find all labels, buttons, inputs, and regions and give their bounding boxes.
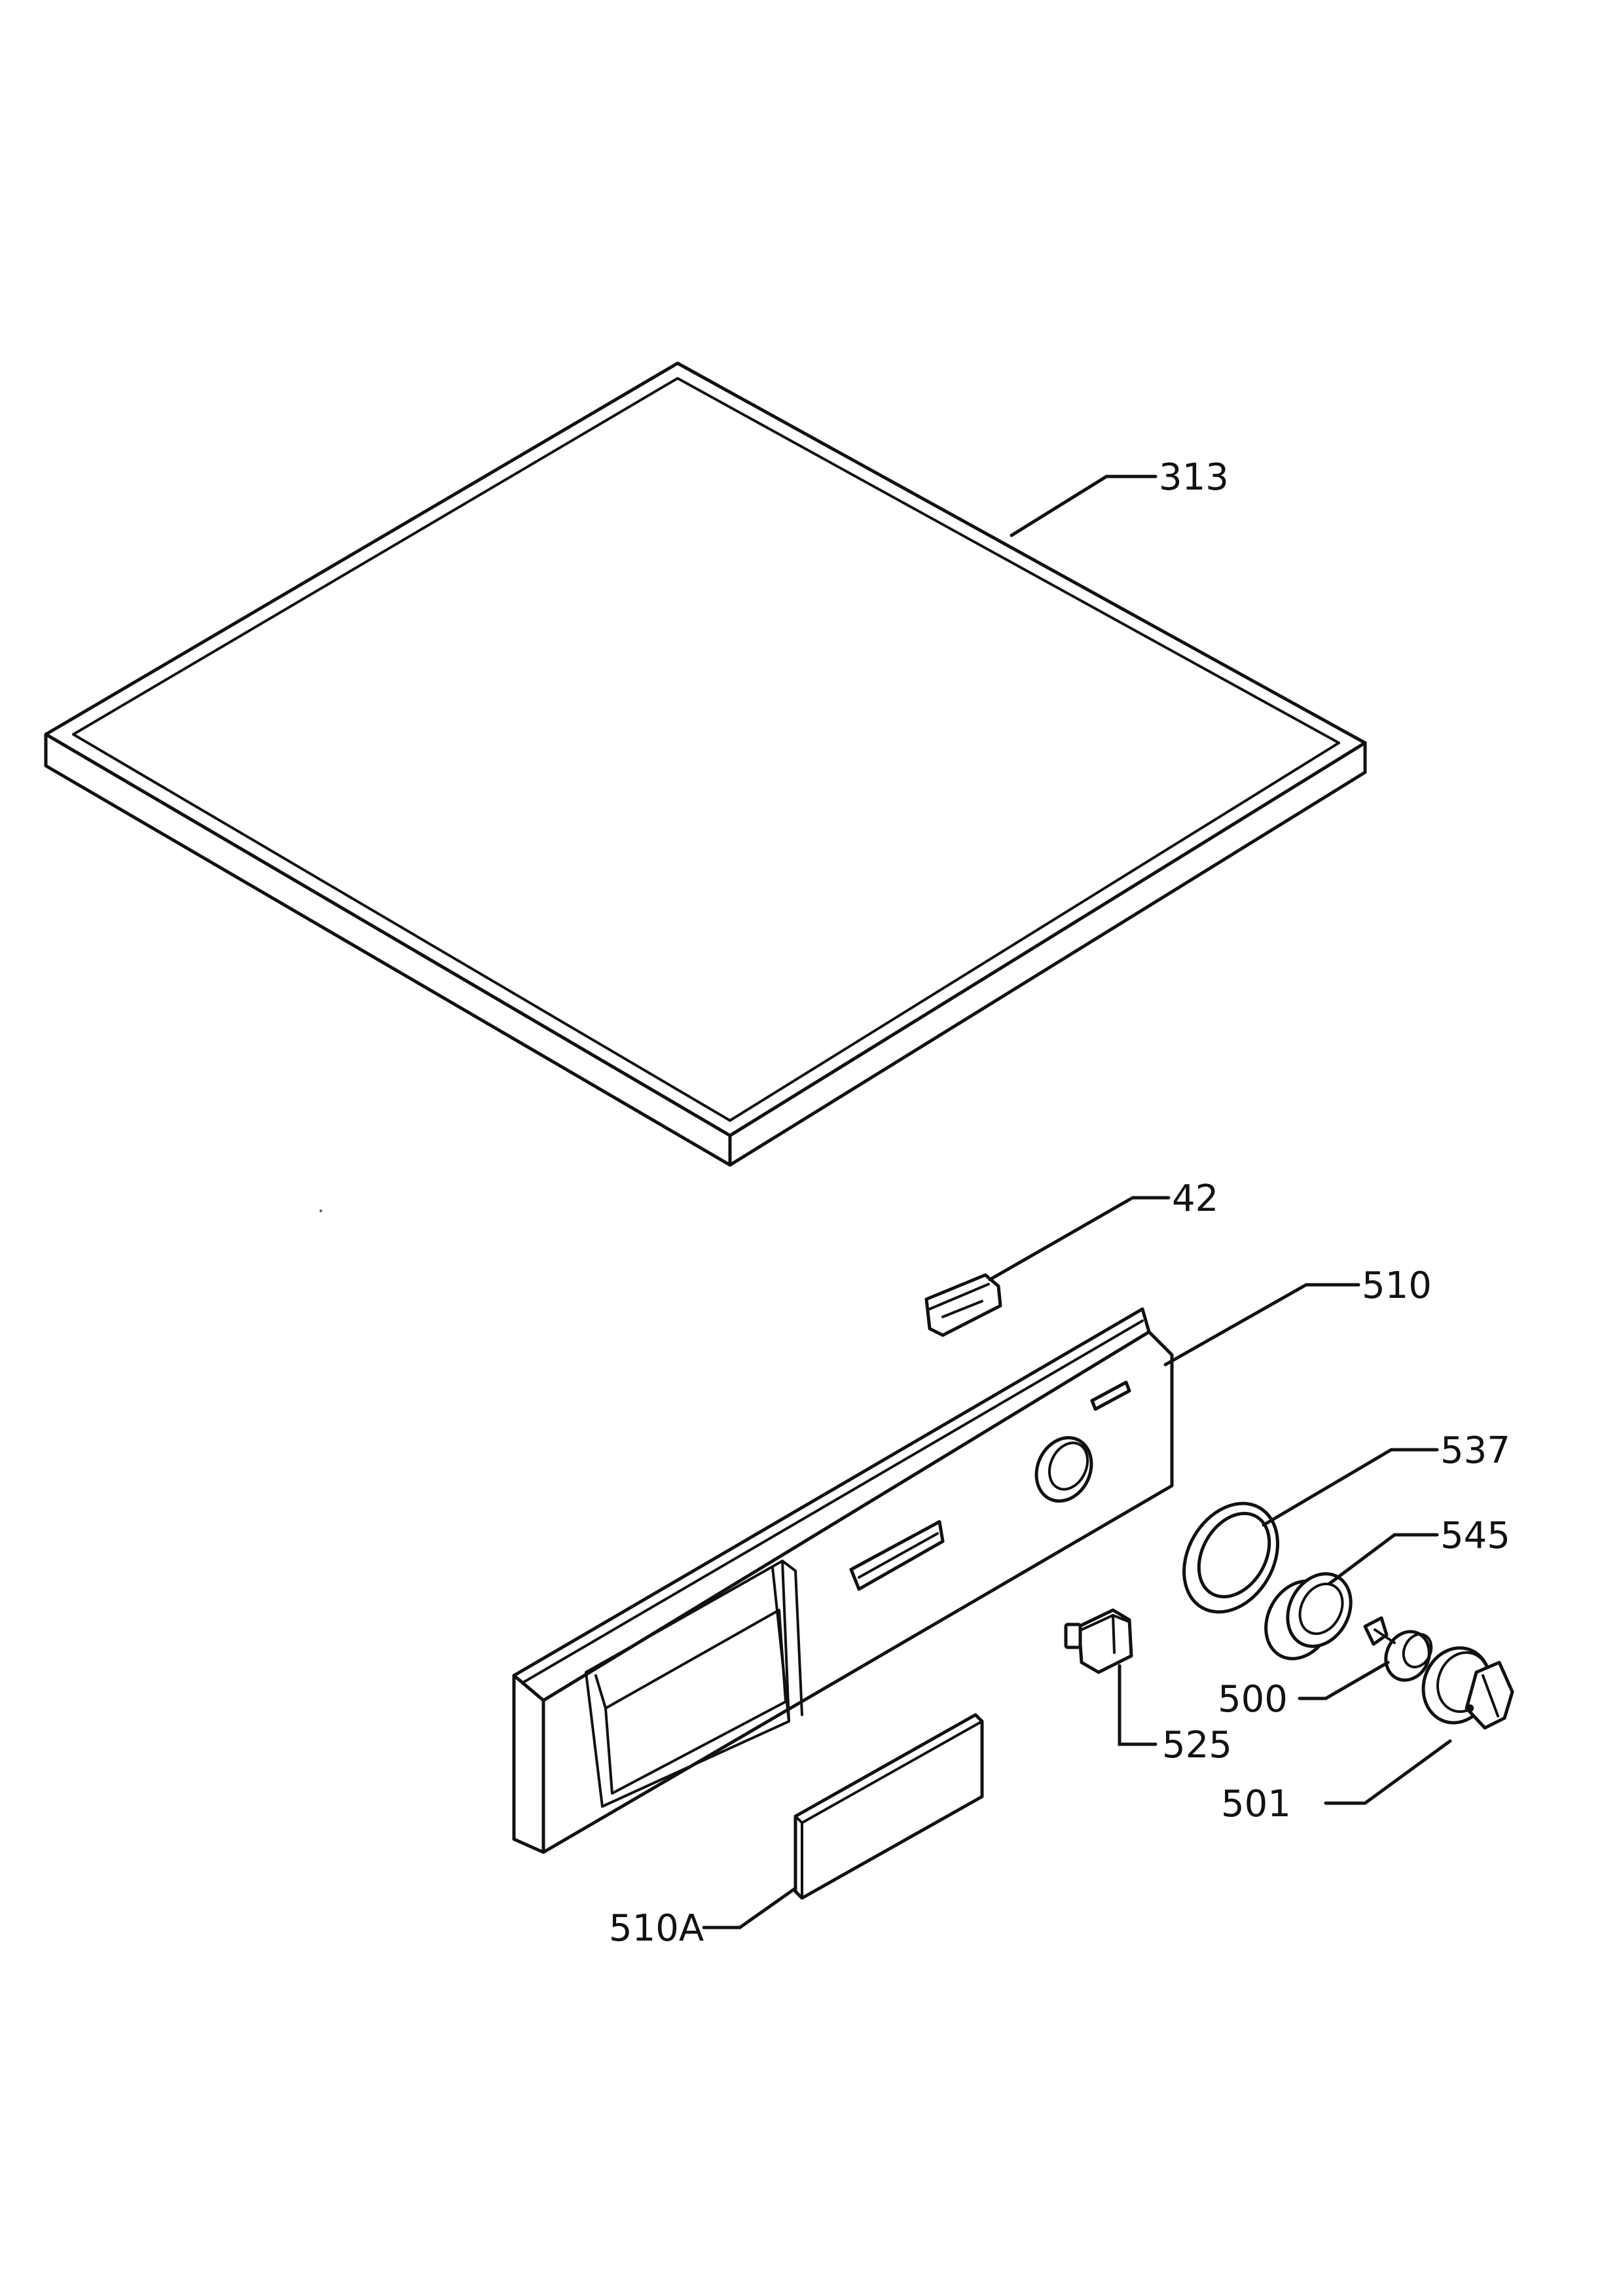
part-545-bushing bbox=[1264, 1572, 1353, 1660]
part-537-ring bbox=[1182, 1501, 1279, 1614]
callout-labels: 313 42 510 537 545 500 525 501 510A bbox=[609, 456, 1510, 1950]
callout-537: 537 bbox=[1440, 1429, 1510, 1472]
callout-313: 313 bbox=[1159, 456, 1229, 499]
leader-510A bbox=[702, 1886, 797, 1929]
part-500-selector bbox=[1363, 1616, 1433, 1682]
callout-42: 42 bbox=[1172, 1177, 1218, 1220]
leader-lines bbox=[702, 475, 1452, 1929]
leader-501 bbox=[1324, 1739, 1452, 1805]
leader-525 bbox=[1118, 1664, 1158, 1746]
part-501-knob bbox=[1421, 1646, 1514, 1730]
part-313-worktop bbox=[44, 361, 1367, 1167]
part-525-switch bbox=[1064, 1608, 1133, 1674]
callout-510A: 510A bbox=[609, 1907, 704, 1950]
part-510A-label-plate bbox=[793, 1713, 984, 1900]
callout-500: 500 bbox=[1218, 1678, 1288, 1721]
leader-537 bbox=[1262, 1448, 1439, 1527]
leader-500 bbox=[1298, 1660, 1390, 1700]
stray-dot bbox=[319, 1210, 322, 1212]
callout-501: 501 bbox=[1221, 1783, 1291, 1825]
leader-545 bbox=[1327, 1533, 1439, 1586]
callout-545: 545 bbox=[1440, 1515, 1510, 1557]
part-42-clip bbox=[924, 1273, 1002, 1337]
part-510-control-panel bbox=[512, 1307, 1174, 1854]
leader-42 bbox=[988, 1196, 1171, 1282]
leader-313 bbox=[1010, 475, 1158, 537]
callout-510: 510 bbox=[1362, 1265, 1432, 1307]
leader-510 bbox=[1163, 1283, 1360, 1367]
callout-525: 525 bbox=[1162, 1724, 1232, 1767]
